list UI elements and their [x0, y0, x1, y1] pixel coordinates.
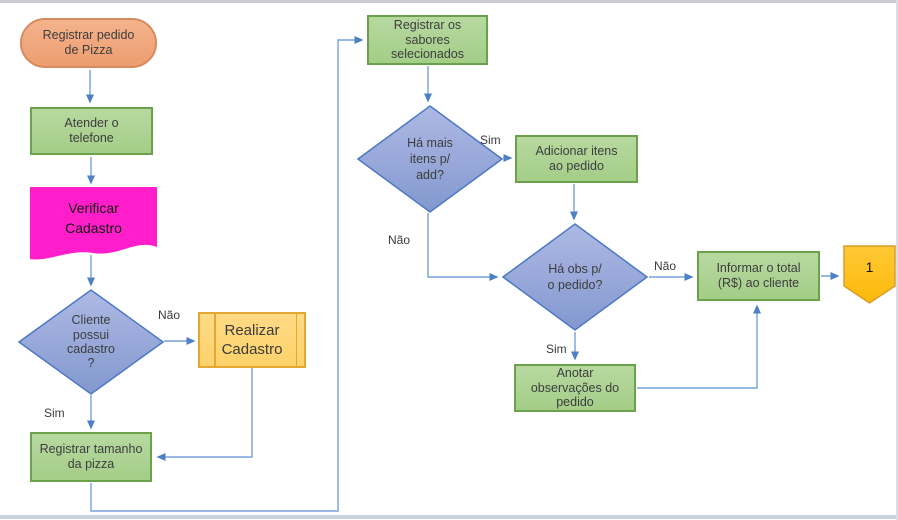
diamond-shape	[357, 105, 503, 213]
node-anotar-label: Anotar observações do pedido	[530, 365, 620, 410]
node-obs-decision[interactable]: Há obs p/ o pedido?	[502, 223, 648, 331]
node-start-label: Registrar pedido de Pizza	[42, 27, 135, 58]
node-realizar-label: Realizar Cadastro	[221, 321, 283, 359]
node-offpage-label: 1	[865, 259, 874, 275]
diamond-shape	[18, 289, 164, 395]
node-maisitens-decision[interactable]: Há mais itens p/ add?	[357, 105, 503, 213]
right-edge-bar	[896, 0, 898, 520]
edge-label-nao-obs: Não	[654, 259, 677, 273]
diamond-shape	[502, 223, 648, 331]
edge-label-sim-cadastro: Sim	[44, 406, 65, 420]
document-shape	[30, 187, 157, 260]
connector-maisitens-obs	[427, 213, 499, 281]
node-cliente-decision[interactable]: Cliente possui cadastro ?	[18, 289, 164, 395]
edge-label-sim-obs: Sim	[546, 342, 567, 356]
node-maisitens-label: Há mais itens p/ add?	[407, 135, 453, 183]
predefined-right-bar	[295, 314, 297, 366]
connector-tamanho-sabores	[90, 36, 364, 512]
node-informar-process[interactable]: Informar o total (R$) ao cliente	[697, 251, 820, 301]
node-sabores-label: Registrar os sabores selecionados	[391, 17, 464, 62]
node-tamanho-process[interactable]: Registrar tamanho da pizza	[30, 432, 152, 482]
edge-label-sim-mais-itens: Sim	[480, 133, 501, 147]
node-atender-process[interactable]: Atender o telefone	[30, 107, 153, 155]
node-adicionar-process[interactable]: Adicionar itens ao pedido	[515, 135, 638, 183]
node-sabores-process[interactable]: Registrar os sabores selecionados	[367, 15, 488, 65]
node-verificar-document[interactable]: Verificar Cadastro	[30, 187, 157, 263]
node-adicionar-label: Adicionar itens ao pedido	[535, 143, 618, 174]
offpage-pentagon-shape	[843, 245, 896, 304]
bottom-edge-bar	[0, 515, 898, 519]
node-offpage-connector[interactable]: 1	[843, 245, 896, 304]
node-tamanho-label: Registrar tamanho da pizza	[39, 441, 143, 472]
predefined-left-bar	[214, 314, 216, 366]
node-verificar-label: Verificar Cadastro	[65, 199, 122, 236]
connector-anotar-informar	[637, 304, 761, 389]
node-obs-label: Há obs p/ o pedido?	[547, 261, 603, 292]
node-realizar-predefined[interactable]: Realizar Cadastro	[198, 312, 306, 368]
node-start-terminator[interactable]: Registrar pedido de Pizza	[20, 18, 157, 68]
connector-realizar-tamanho	[156, 368, 253, 461]
edge-label-nao-mais-itens: Não	[388, 233, 411, 247]
node-cliente-label: Cliente possui cadastro ?	[67, 313, 115, 371]
node-atender-label: Atender o telefone	[64, 115, 119, 146]
node-anotar-process[interactable]: Anotar observações do pedido	[514, 364, 636, 412]
node-informar-label: Informar o total (R$) ao cliente	[716, 260, 801, 291]
top-edge-bar	[0, 0, 898, 3]
edge-label-nao-cadastro: Não	[158, 308, 181, 322]
